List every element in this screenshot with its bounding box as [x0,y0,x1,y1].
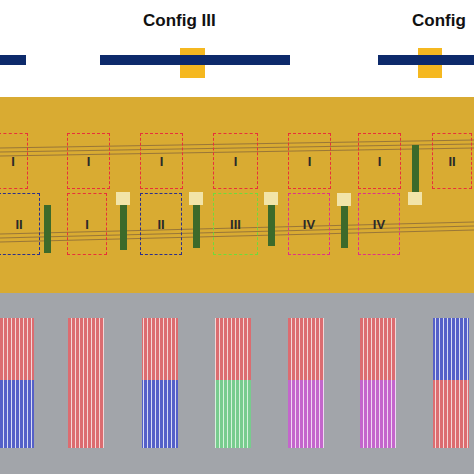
region-label: I [160,154,164,169]
electrode [341,200,348,248]
micrograph-background [0,97,474,293]
grating-red [215,318,251,380]
region-label: I [11,154,15,169]
electrode [44,205,51,253]
grating-red [68,318,104,448]
region-label: IV [303,217,315,232]
grating-red [0,318,34,380]
electrode [412,145,419,195]
region-box: IV [358,193,400,255]
contact-pad [116,192,130,205]
grating-red [433,380,469,448]
gratings [0,318,469,448]
region-label: I [234,154,238,169]
region-box: IV [288,193,330,255]
grating-magenta [360,380,396,448]
region-box: I [67,133,110,189]
waveguide-bar [0,55,26,65]
region-box: I [358,133,401,189]
region-label: II [448,154,455,169]
config-title: Config [412,11,466,31]
region-label: I [87,154,91,169]
electrode [193,198,200,248]
region-box: II [0,193,40,255]
waveguide-bar [378,55,474,65]
heater-pad [418,48,442,78]
region-label: II [157,217,164,232]
waveguide-bar [180,55,205,65]
electrode [120,200,127,250]
heater-pad [180,48,205,78]
grating-background [0,293,474,474]
region-box: I [213,133,258,189]
region-box: I [288,133,331,189]
region-label: I [85,217,89,232]
region-box: I [0,133,28,189]
contact-pad [408,192,422,205]
region-box: I [67,193,107,255]
grating-red [142,318,178,380]
region-label: II [15,217,22,232]
grating-green [215,380,251,448]
grating-blue [142,380,178,448]
region-box: I [140,133,183,189]
region-box: II [140,193,182,255]
electrodes [44,145,422,253]
grating-magenta [288,380,324,448]
region-label: I [308,154,312,169]
region-label: III [230,217,241,232]
contact-pad [264,192,278,205]
grating-red [288,318,324,380]
region-box: III [213,193,258,255]
grating-red [360,318,396,380]
waveguide-bar [100,55,290,65]
config-title: Config III [143,11,216,31]
waveguide-lines [0,140,474,242]
grating-blue [433,318,469,380]
grating-blue [0,380,34,448]
contact-pad [189,192,203,205]
contact-pad [337,193,351,206]
region-box: II [432,133,472,189]
region-label: IV [373,217,385,232]
region-label: I [378,154,382,169]
waveguide-bar [418,55,442,65]
